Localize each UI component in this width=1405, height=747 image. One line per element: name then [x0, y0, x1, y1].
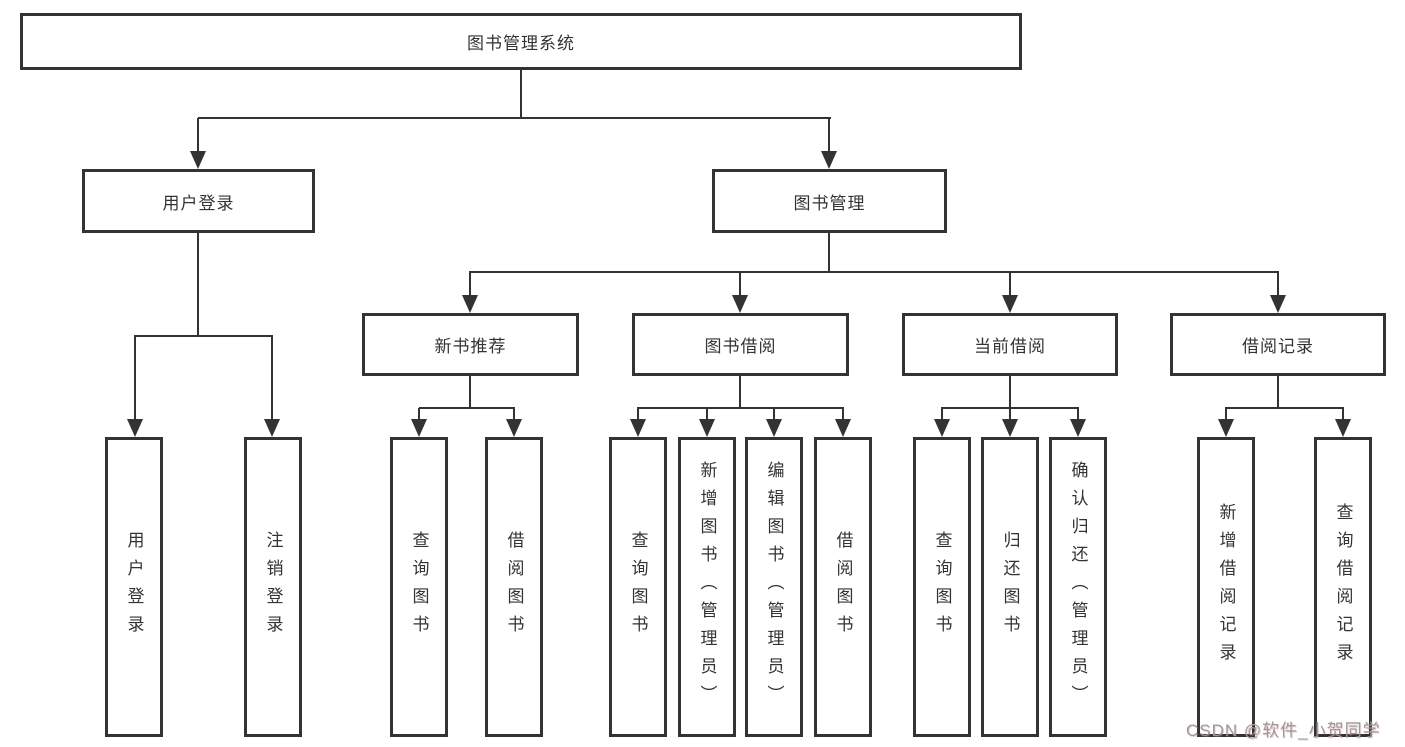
arrow-down-icon	[1335, 408, 1351, 437]
arrow-down-icon	[411, 408, 427, 437]
connector-hline	[637, 407, 844, 409]
leaf-label: 注销登录	[263, 531, 283, 643]
leaf-return-book: 归还图书	[981, 437, 1039, 737]
node-user-login: 用户登录	[82, 169, 315, 233]
node-library-system: 图书管理系统	[20, 13, 1022, 70]
arrow-down-icon	[934, 408, 950, 437]
leaf-user-login: 用户登录	[105, 437, 163, 737]
arrow-down-icon	[264, 336, 280, 437]
arrow-down-icon	[766, 408, 782, 437]
leaf-label: 查询图书	[628, 531, 648, 643]
leaf-edit-book-admin: 编辑图书（管理员）	[745, 437, 803, 737]
leaf-logout: 注销登录	[244, 437, 302, 737]
arrow-down-icon	[699, 408, 715, 437]
leaf-borrow-books-recommend: 借阅图书	[485, 437, 543, 737]
leaf-label: 查询图书	[409, 531, 429, 643]
leaf-label: 新增图书（管理员）	[697, 461, 717, 713]
connector-vline	[828, 233, 830, 273]
leaf-label: 新增借阅记录	[1216, 503, 1236, 671]
arrow-down-icon	[1070, 408, 1086, 437]
leaf-query-books-current: 查询图书	[913, 437, 971, 737]
node-label: 新书推荐	[434, 337, 507, 356]
leaf-label: 借阅图书	[833, 531, 853, 643]
connector-hline	[134, 335, 273, 337]
arrow-down-icon	[1270, 272, 1286, 313]
arrow-down-icon	[1002, 408, 1018, 437]
leaf-label: 确认归还（管理员）	[1068, 461, 1088, 713]
leaf-add-borrow-record: 新增借阅记录	[1197, 437, 1255, 737]
leaf-label: 查询图书	[932, 531, 952, 643]
arrow-down-icon	[835, 408, 851, 437]
leaf-label: 查询借阅记录	[1333, 503, 1353, 671]
node-book-borrow: 图书借阅	[632, 313, 849, 376]
node-borrow-records: 借阅记录	[1170, 313, 1386, 376]
leaf-query-books-borrow: 查询图书	[609, 437, 667, 737]
node-new-book-recommend: 新书推荐	[362, 313, 579, 376]
arrow-down-icon	[630, 408, 646, 437]
connector-vline	[469, 376, 471, 409]
node-book-management: 图书管理	[712, 169, 947, 233]
node-label: 当前借阅	[974, 337, 1046, 356]
leaf-add-book-admin: 新增图书（管理员）	[678, 437, 736, 737]
leaf-label: 用户登录	[124, 531, 144, 643]
connector-hline	[1225, 407, 1344, 409]
connector-hline	[198, 117, 831, 119]
node-current-borrow: 当前借阅	[902, 313, 1118, 376]
leaf-borrow-books-borrow: 借阅图书	[814, 437, 872, 737]
connector-hline	[419, 407, 515, 409]
leaf-confirm-return-admin: 确认归还（管理员）	[1049, 437, 1107, 737]
leaf-label: 借阅图书	[504, 531, 524, 643]
leaf-query-borrow-record: 查询借阅记录	[1314, 437, 1372, 737]
node-label: 用户登录	[162, 193, 235, 213]
leaf-query-books-recommend: 查询图书	[390, 437, 448, 737]
node-label: 借阅记录	[1242, 337, 1314, 356]
node-label: 图书借阅	[704, 337, 777, 356]
arrow-down-icon	[1002, 272, 1018, 313]
leaf-label: 编辑图书（管理员）	[764, 461, 784, 713]
arrow-down-icon	[506, 408, 522, 437]
node-label: 图书管理系统	[467, 34, 575, 53]
leaf-label: 归还图书	[1000, 531, 1020, 643]
arrow-down-icon	[1218, 408, 1234, 437]
connector-vline	[739, 376, 741, 409]
connector-hline	[469, 271, 1279, 273]
arrow-down-icon	[190, 118, 206, 169]
arrow-down-icon	[462, 272, 478, 313]
connector-vline	[1277, 376, 1279, 409]
watermark-text: CSDN @软件_小贺同学	[1186, 721, 1381, 740]
arrow-down-icon	[127, 336, 143, 437]
connector-vline	[197, 233, 199, 337]
connector-vline	[1009, 376, 1011, 409]
arrow-down-icon	[732, 272, 748, 313]
node-label: 图书管理	[793, 193, 866, 213]
connector-vline	[520, 70, 522, 119]
arrow-down-icon	[821, 118, 837, 169]
